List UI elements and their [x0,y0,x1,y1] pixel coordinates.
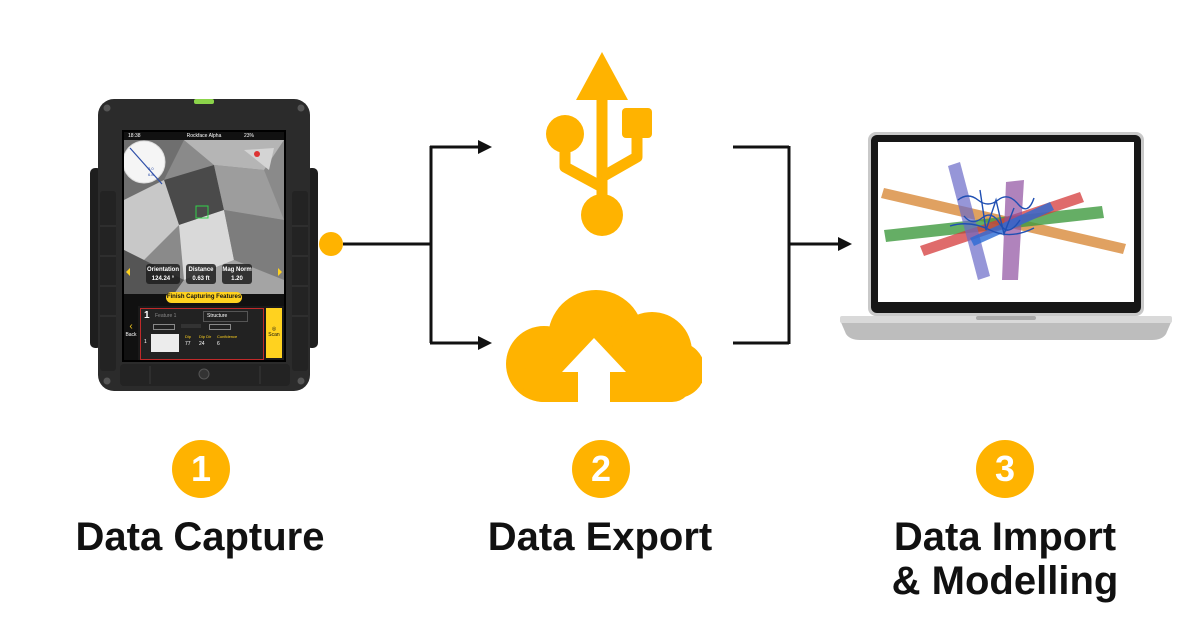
status-title: Rockface Alpha [186,133,222,139]
feature-panel: ‹ Back 1 Feature 1 Structure 1 Dip 77 [124,306,284,360]
feature-name: Feature 1 [155,313,177,319]
scan-label: Scan [268,332,280,338]
distance-readout: Distance 0.63 ft [186,264,216,284]
mag-readout: Mag Norm 1.20 [222,264,252,284]
step-3-label-line1: Data Import [893,515,1117,559]
mag-value: 1.20 [231,276,243,282]
step-2-badge: 2 [572,440,630,498]
confidence-readout: Confidence 6 [217,334,237,347]
mag-label: Mag Norm [222,267,252,273]
tablet-device: 18:38 Rockface Alpha 23% 3.0 6.8 [90,96,318,392]
step-1-number: 1 [190,448,212,489]
finish-capturing-button[interactable]: Finish Capturing Features [166,292,242,303]
chip-2[interactable] [181,324,201,328]
back-label: Back [125,332,137,338]
laptop-icon [840,132,1172,340]
step-3-number: 3 [994,448,1016,489]
tablet-screen: 18:38 Rockface Alpha 23% 3.0 6.8 [124,132,284,360]
confidence-value: 6 [217,341,220,347]
chip-3[interactable] [209,324,231,330]
3d-model-view [881,162,1126,280]
dip-label: Dip [185,334,192,339]
chip-1[interactable] [153,324,175,330]
orientation-value: 124.24 ° [151,276,175,282]
feature-type-select[interactable]: Structure [203,311,248,322]
cloud-upload-icon [506,290,702,402]
status-time: 18:38 [128,133,141,139]
svg-text:3.0: 3.0 [148,166,154,171]
scan-icon: ◎ [271,326,277,332]
step-2-label: Data Export [487,515,713,559]
orientation-readout: Orientation 124.24 ° [146,264,180,284]
step-2-number: 2 [590,448,612,489]
chip-row [153,324,243,330]
distance-value: 0.63 ft [192,276,210,282]
scan-button[interactable]: ◎ Scan [266,308,282,358]
dip-value: 77 [185,341,191,347]
flow-start-dot [319,232,343,256]
orientation-label: Orientation [146,267,179,273]
step-3-badge: 3 [976,440,1034,498]
status-battery: 23% [244,133,255,139]
feature-thumbnail [151,334,179,352]
camera-view: 3.0 6.8 [124,140,284,294]
dipdir-label: Dip Dir [199,334,212,339]
feature-card: 1 Feature 1 Structure 1 Dip 77 Dip Dir [140,308,264,360]
svg-text:6.8: 6.8 [148,172,154,177]
step-3-label: Data Import & Modelling [845,515,1165,603]
feature-number: 1 [144,310,150,321]
row-index: 1 [144,339,147,345]
status-bar: 18:38 Rockface Alpha 23% [124,132,284,140]
confidence-label: Confidence [217,334,238,339]
back-button[interactable]: ‹ Back [124,306,138,360]
distance-label: Distance [188,267,214,273]
step-1-badge: 1 [172,440,230,498]
usb-icon [546,52,652,236]
feature-type-value: Structure [207,313,228,319]
step-1-label: Data Capture [75,515,325,559]
step-3-label-line2: & Modelling [891,559,1119,603]
dip-readout: Dip 77 [185,334,191,347]
dipdir-readout: Dip Dir 24 [199,334,211,347]
dipdir-value: 24 [199,341,205,347]
